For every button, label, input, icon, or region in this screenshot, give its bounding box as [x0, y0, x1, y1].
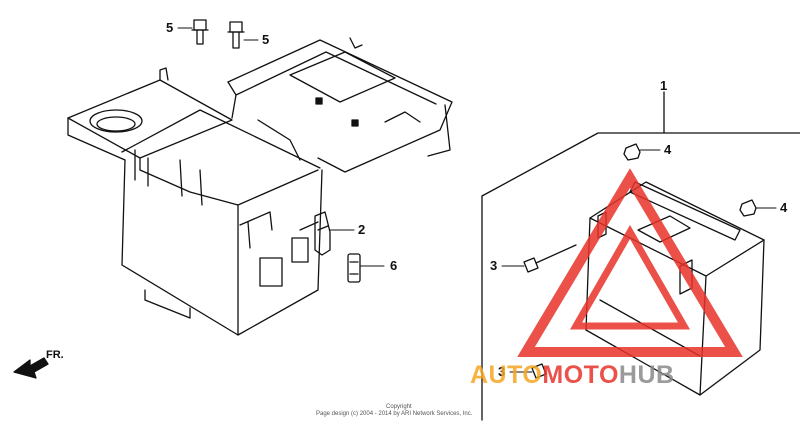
screw-3-lower	[531, 363, 547, 379]
front-direction-arrow	[13, 357, 49, 379]
battery-frame	[481, 91, 800, 421]
leader-lines	[177, 27, 777, 373]
callout-2: 2	[358, 222, 365, 237]
callout-3-upper: 3	[490, 258, 497, 273]
copyright-heading: Copyright	[386, 404, 412, 410]
bolt-5-right	[227, 21, 245, 49]
watermark-triangle-outer-icon	[517, 168, 743, 357]
watermark-triangle-inner-icon	[569, 224, 691, 330]
callout-4-upper: 4	[664, 142, 672, 157]
callouts: 5 5 1 2 6 3 3 4 4 FR.	[46, 20, 788, 379]
battery-box	[67, 67, 323, 336]
callout-1: 1	[660, 78, 667, 93]
front-direction-label: FR.	[46, 349, 64, 361]
callout-5-left: 5	[166, 20, 173, 35]
fuse-6	[347, 253, 361, 283]
callout-3-lower: 3	[498, 364, 505, 379]
callout-6: 6	[390, 258, 397, 273]
callout-4-right: 4	[780, 200, 788, 215]
watermark-logo: AUTOMOTOHUB	[470, 361, 675, 389]
nut-4-upper	[623, 143, 641, 161]
bolt-5-left	[191, 19, 209, 45]
battery-box-lid	[227, 37, 453, 173]
screw-3-upper	[523, 244, 577, 273]
nut-4-right	[739, 199, 757, 217]
watermark: AUTOMOTOHUB	[470, 168, 743, 389]
clip-2	[314, 211, 331, 256]
callout-5-right: 5	[262, 32, 269, 47]
copyright-notice: Page design (c) 2004 - 2014 by ARI Netwo…	[316, 411, 473, 417]
